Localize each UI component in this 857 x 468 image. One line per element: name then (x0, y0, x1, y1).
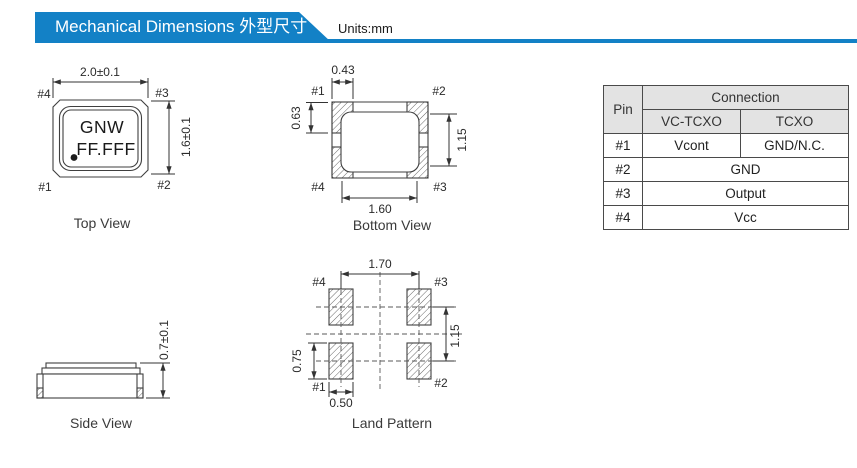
land-pattern-pin2-label: #2 (434, 376, 448, 390)
bottom-view-pin1-label: #1 (311, 84, 325, 98)
table-header-pin: Pin (603, 85, 643, 134)
table-row-pin3: #3 Output (603, 181, 849, 206)
bottom-view-dim-horizontal-label: 1.60 (368, 202, 392, 216)
land-pattern-caption: Land Pattern (351, 415, 433, 431)
top-view-pin2-label: #2 (157, 178, 171, 192)
pin4-cell: #4 (603, 205, 643, 230)
top-view-caption: Top View (73, 215, 131, 231)
side-view-drawing: 0.7±0.1 (36, 320, 171, 399)
land-pattern-dim-pitch-y-label: 1.15 (448, 324, 462, 348)
land-pattern-pin3-label: #3 (434, 275, 448, 289)
top-view-dim-height: 1.6±0.1 (151, 100, 193, 175)
table-row-pin2: #2 GND (603, 157, 849, 182)
marking-text-line2: FF.FFF (76, 139, 135, 159)
bottom-view-dim-horizontal: 1.60 (341, 181, 418, 216)
bottom-view-pin2-label: #2 (432, 84, 446, 98)
land-pattern-pin4-label: #4 (312, 275, 326, 289)
table-header-row-2: VC-TCXO TCXO (604, 109, 849, 134)
pin3-connection-cell: Output (642, 181, 849, 206)
land-pattern-drawing: 1.70 1.15 0.75 0.50 #4 #3 #1 #2 (290, 257, 462, 410)
header-underline (35, 38, 857, 43)
section-banner: Mechanical Dimensions 外型尺寸 (35, 12, 331, 42)
land-pattern-dim-pad-width-label: 0.50 (329, 396, 353, 410)
pin1-cell: #1 (603, 133, 643, 158)
top-view-pin4-label: #4 (37, 87, 51, 101)
pin2-cell: #2 (603, 157, 643, 182)
top-view-pin3-label: #3 (155, 86, 169, 100)
top-view-dim-height-label: 1.6±0.1 (179, 117, 193, 157)
land-pattern-pin1-label: #1 (312, 380, 326, 394)
side-view-pad-right (136, 387, 144, 399)
top-view-drawing: GNW FF.FFF 2.0±0.1 1.6±0.1 #4 #3 #1 #2 (37, 65, 193, 194)
bottom-view-package-body (331, 101, 429, 179)
pin1-tcxo-cell: GND/N.C. (740, 133, 849, 158)
side-view-lid-base (41, 367, 141, 375)
bottom-view-dim-pad-height: 0.63 (289, 102, 328, 134)
pin2-connection-cell: GND (642, 157, 849, 182)
bottom-view-pin3-label: #3 (433, 180, 447, 194)
bottom-view-pin4-label: #4 (311, 180, 325, 194)
side-view-dim-height: 0.7±0.1 (140, 320, 171, 399)
table-row-pin4: #4 Vcc (603, 205, 849, 230)
bottom-view-dim-vertical-label: 1.15 (455, 128, 469, 152)
side-view-package-body (36, 362, 144, 399)
land-pattern-centerlines (306, 272, 462, 391)
bottom-view-drawing: 0.43 0.63 1.15 1.60 #1 #2 #4 #3 (289, 63, 469, 216)
marking-text-line1: GNW (80, 117, 124, 137)
section-title: Mechanical Dimensions 外型尺寸 (55, 17, 308, 36)
bottom-view-dim-pad-height-label: 0.63 (289, 106, 303, 130)
table-header-vctcxo: VC-TCXO (642, 109, 741, 134)
table-header-tcxo: TCXO (740, 109, 849, 134)
land-pattern-dim-pitch-x-label: 1.70 (368, 257, 392, 271)
land-pattern-dim-pad-height: 0.75 (290, 342, 327, 380)
land-pattern-dim-pitch-y: 1.15 (433, 306, 462, 362)
bottom-view-dim-pad-width: 0.43 (331, 63, 355, 99)
land-pattern-dim-pad-height-label: 0.75 (290, 349, 304, 373)
top-view-dim-width: 2.0±0.1 (52, 65, 149, 98)
pin1-marker-dot (70, 154, 78, 161)
bottom-view-cavity (340, 111, 420, 173)
side-view-caption: Side View (69, 415, 132, 431)
pin3-cell: #3 (603, 181, 643, 206)
units-label: Units:mm (338, 21, 393, 36)
table-header-row-1: Pin Connection (603, 85, 849, 134)
pin1-vctcxo-cell: Vcont (642, 133, 741, 158)
pin4-connection-cell: Vcc (642, 205, 849, 230)
pin-connection-table: Pin Connection VC-TCXO TCXO #1 Vcont GND… (603, 85, 849, 230)
land-pattern-dim-pad-width: 0.50 (328, 382, 354, 410)
side-view-dim-height-label: 0.7±0.1 (157, 320, 171, 360)
side-view-pad-left (36, 387, 44, 399)
top-view-pin1-label: #1 (38, 180, 52, 194)
side-view-lid-top (45, 362, 137, 369)
table-header-connection: Connection (642, 85, 849, 110)
land-pattern-dim-pitch-x: 1.70 (340, 257, 420, 289)
bottom-view-caption: Bottom View (352, 217, 432, 233)
top-view-dim-width-label: 2.0±0.1 (80, 65, 120, 79)
side-view-base (36, 373, 144, 399)
bottom-view-dim-pad-width-label: 0.43 (331, 63, 355, 77)
table-row-pin1: #1 Vcont GND/N.C. (603, 133, 849, 158)
bottom-view-dim-vertical: 1.15 (430, 113, 469, 167)
